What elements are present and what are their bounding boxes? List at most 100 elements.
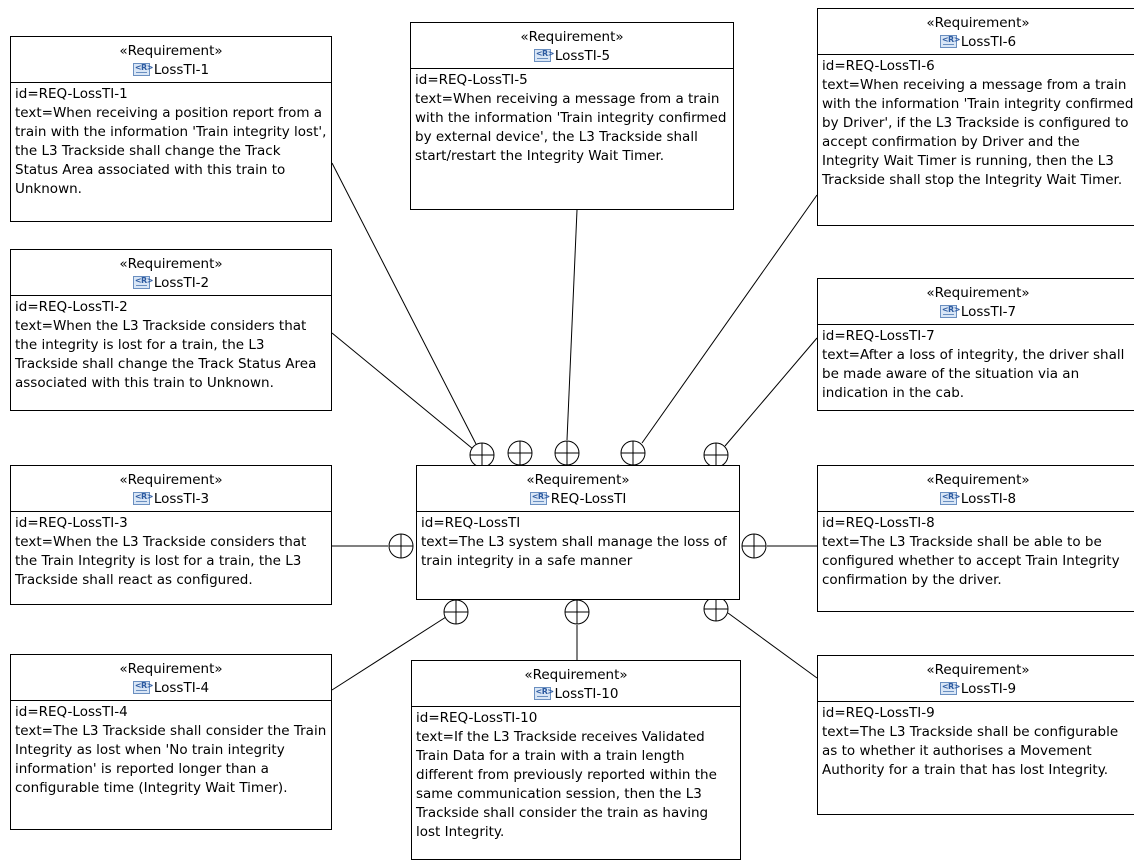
requirement-header: «Requirement» <R>LossTI-3 bbox=[11, 466, 331, 512]
requirement-header: «Requirement» <R>LossTI-7 bbox=[818, 279, 1134, 325]
requirement-text: text=The L3 system shall manage the loss… bbox=[421, 534, 727, 569]
requirement-text: text=When receiving a message from a tra… bbox=[415, 91, 727, 164]
requirement-name: LossTI-3 bbox=[153, 491, 210, 507]
requirement-text: text=When the L3 Trackside considers tha… bbox=[15, 534, 307, 588]
requirement-icon: <R> bbox=[939, 305, 960, 318]
stereotype-label: «Requirement» bbox=[119, 43, 223, 59]
stereotype-label: «Requirement» bbox=[524, 667, 628, 683]
requirement-id: id=REQ-LossTI-7 bbox=[822, 328, 935, 344]
containment-anchor-losst9 bbox=[703, 596, 729, 622]
requirement-header: «Requirement» <R>LossTI-1 bbox=[11, 37, 331, 83]
requirement-name: LossTI-7 bbox=[960, 304, 1017, 320]
requirement-id: id=REQ-LossTI-1 bbox=[15, 86, 128, 102]
requirement-text: text=When receiving a position report fr… bbox=[15, 105, 327, 197]
requirement-body: id=REQ-LossTI-6 text=When receiving a me… bbox=[818, 55, 1134, 194]
requirement-icon: <R> bbox=[132, 276, 153, 289]
requirement-header: «Requirement» <R>LossTI-4 bbox=[11, 655, 331, 701]
requirement-body: id=REQ-LossTI-10 text=If the L3 Tracksid… bbox=[412, 707, 740, 846]
requirement-name: LossTI-8 bbox=[960, 491, 1017, 507]
requirement-icon: <R> bbox=[529, 492, 550, 505]
requirement-body: id=REQ-LossTI-8 text=The L3 Trackside sh… bbox=[818, 512, 1134, 594]
requirement-icon: <R> bbox=[132, 63, 153, 76]
containment-anchor-losst5 bbox=[554, 440, 580, 466]
requirement-body: id=REQ-LossTI-4 text=The L3 Trackside sh… bbox=[11, 701, 331, 802]
requirement-name: LossTI-10 bbox=[554, 686, 619, 702]
requirement-icon: <R> bbox=[533, 687, 554, 700]
requirement-body: id=REQ-LossTI-7 text=After a loss of int… bbox=[818, 325, 1134, 407]
requirement-id: id=REQ-LossTI-10 bbox=[416, 710, 538, 726]
requirement-body: id=REQ-LossTI-2 text=When the L3 Tracksi… bbox=[11, 296, 331, 397]
requirement-id: id=REQ-LossTI-6 bbox=[822, 58, 935, 74]
requirement-header: «Requirement» <R>LossTI-5 bbox=[411, 23, 733, 69]
requirement-header: «Requirement» <R>LossTI-10 bbox=[412, 661, 740, 707]
requirement-id: id=REQ-LossTI bbox=[421, 515, 521, 531]
requirement-id: id=REQ-LossTI-4 bbox=[15, 704, 128, 720]
requirement-req-losst[interactable]: «Requirement» <R>REQ-LossTI id=REQ-LossT… bbox=[416, 465, 740, 600]
requirement-header: «Requirement» <R>LossTI-8 bbox=[818, 466, 1134, 512]
connector-losst2 bbox=[331, 332, 474, 450]
connector-losst9 bbox=[727, 612, 818, 679]
requirement-name: LossTI-9 bbox=[960, 681, 1017, 697]
requirement-body: id=REQ-LossTI text=The L3 system shall m… bbox=[417, 512, 739, 575]
requirement-losst3[interactable]: «Requirement» <R>LossTI-3 id=REQ-LossTI-… bbox=[10, 465, 332, 605]
requirement-body: id=REQ-LossTI-3 text=When the L3 Tracksi… bbox=[11, 512, 331, 594]
stereotype-label: «Requirement» bbox=[119, 661, 223, 677]
requirement-name: LossTI-4 bbox=[153, 680, 210, 696]
requirement-losst8[interactable]: «Requirement» <R>LossTI-8 id=REQ-LossTI-… bbox=[817, 465, 1134, 612]
requirement-icon: <R> bbox=[132, 492, 153, 505]
requirement-losst5[interactable]: «Requirement» <R>LossTI-5 id=REQ-LossTI-… bbox=[410, 22, 734, 210]
requirement-losst1[interactable]: «Requirement» <R>LossTI-1 id=REQ-LossTI-… bbox=[10, 36, 332, 222]
containment-anchor-losst10 bbox=[564, 599, 590, 625]
stereotype-label: «Requirement» bbox=[520, 29, 624, 45]
requirement-header: «Requirement» <R>REQ-LossTI bbox=[417, 466, 739, 512]
connector-losst4 bbox=[331, 616, 447, 691]
requirement-id: id=REQ-LossTI-2 bbox=[15, 299, 128, 315]
containment-anchor-losst1 bbox=[469, 442, 495, 468]
requirement-id: id=REQ-LossTI-5 bbox=[415, 72, 528, 88]
requirement-name: REQ-LossTI bbox=[550, 491, 627, 507]
requirement-text: text=After a loss of integrity, the driv… bbox=[822, 347, 1125, 401]
requirement-id: id=REQ-LossTI-8 bbox=[822, 515, 935, 531]
requirement-text: text=When receiving a message from a tra… bbox=[822, 77, 1134, 188]
containment-anchor-losst2 bbox=[507, 440, 533, 466]
requirement-name: LossTI-5 bbox=[554, 48, 611, 64]
containment-anchor-losst3 bbox=[388, 533, 414, 559]
connector-losst7 bbox=[724, 337, 818, 447]
containment-anchor-losst7 bbox=[703, 442, 729, 468]
requirement-icon: <R> bbox=[939, 682, 960, 695]
requirement-losst9[interactable]: «Requirement» <R>LossTI-9 id=REQ-LossTI-… bbox=[817, 655, 1134, 815]
requirement-text: text=The L3 Trackside shall be able to b… bbox=[822, 534, 1120, 588]
requirement-losst10[interactable]: «Requirement» <R>LossTI-10 id=REQ-LossTI… bbox=[411, 660, 741, 860]
requirement-text: text=The L3 Trackside shall be configura… bbox=[822, 724, 1119, 778]
requirement-name: LossTI-6 bbox=[960, 34, 1017, 50]
requirement-losst4[interactable]: «Requirement» <R>LossTI-4 id=REQ-LossTI-… bbox=[10, 654, 332, 830]
requirement-text: text=When the L3 Trackside considers tha… bbox=[15, 318, 317, 391]
requirement-icon: <R> bbox=[939, 492, 960, 505]
requirement-losst7[interactable]: «Requirement» <R>LossTI-7 id=REQ-LossTI-… bbox=[817, 278, 1134, 411]
requirement-header: «Requirement» <R>LossTI-9 bbox=[818, 656, 1134, 702]
connector-losst5 bbox=[566, 209, 578, 441]
connector-losst1 bbox=[331, 162, 477, 445]
containment-anchor-losst6 bbox=[620, 440, 646, 466]
requirement-header: «Requirement» <R>LossTI-2 bbox=[11, 250, 331, 296]
requirement-icon: <R> bbox=[533, 49, 554, 62]
stereotype-label: «Requirement» bbox=[119, 256, 223, 272]
requirement-text: text=If the L3 Trackside receives Valida… bbox=[416, 729, 717, 840]
requirement-icon: <R> bbox=[939, 35, 960, 48]
containment-anchor-losst4 bbox=[443, 599, 469, 625]
stereotype-label: «Requirement» bbox=[119, 472, 223, 488]
requirement-icon: <R> bbox=[132, 681, 153, 694]
connector-losst6 bbox=[641, 194, 818, 444]
stereotype-label: «Requirement» bbox=[926, 15, 1030, 31]
requirement-losst2[interactable]: «Requirement» <R>LossTI-2 id=REQ-LossTI-… bbox=[10, 249, 332, 411]
requirement-body: id=REQ-LossTI-5 text=When receiving a me… bbox=[411, 69, 733, 170]
containment-anchor-losst8 bbox=[741, 533, 767, 559]
stereotype-label: «Requirement» bbox=[526, 472, 630, 488]
requirement-body: id=REQ-LossTI-9 text=The L3 Trackside sh… bbox=[818, 702, 1134, 784]
requirement-text: text=The L3 Trackside shall consider the… bbox=[15, 723, 327, 796]
requirement-id: id=REQ-LossTI-3 bbox=[15, 515, 128, 531]
requirement-header: «Requirement» <R>LossTI-6 bbox=[818, 9, 1134, 55]
requirement-id: id=REQ-LossTI-9 bbox=[822, 705, 935, 721]
requirement-losst6[interactable]: «Requirement» <R>LossTI-6 id=REQ-LossTI-… bbox=[817, 8, 1134, 226]
